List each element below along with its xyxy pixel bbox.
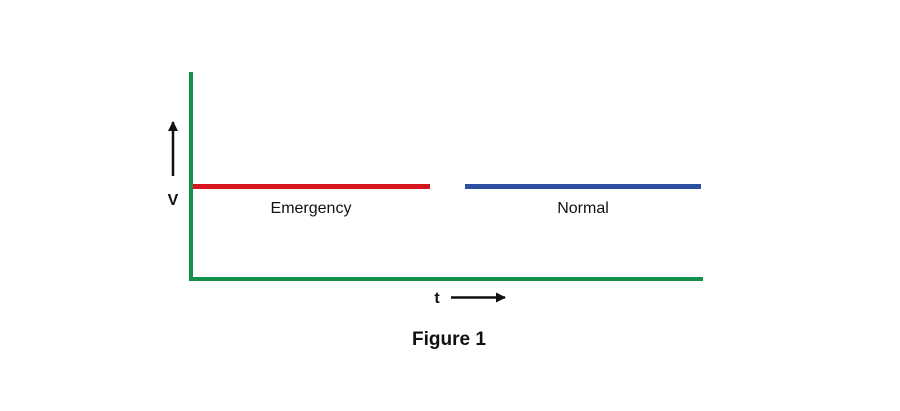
x-axis-label: t (434, 290, 440, 307)
normal-label: Normal (557, 200, 609, 217)
figure-caption: Figure 1 (412, 329, 486, 350)
y-axis-label: V (168, 192, 179, 209)
emergency-label: Emergency (271, 200, 352, 217)
